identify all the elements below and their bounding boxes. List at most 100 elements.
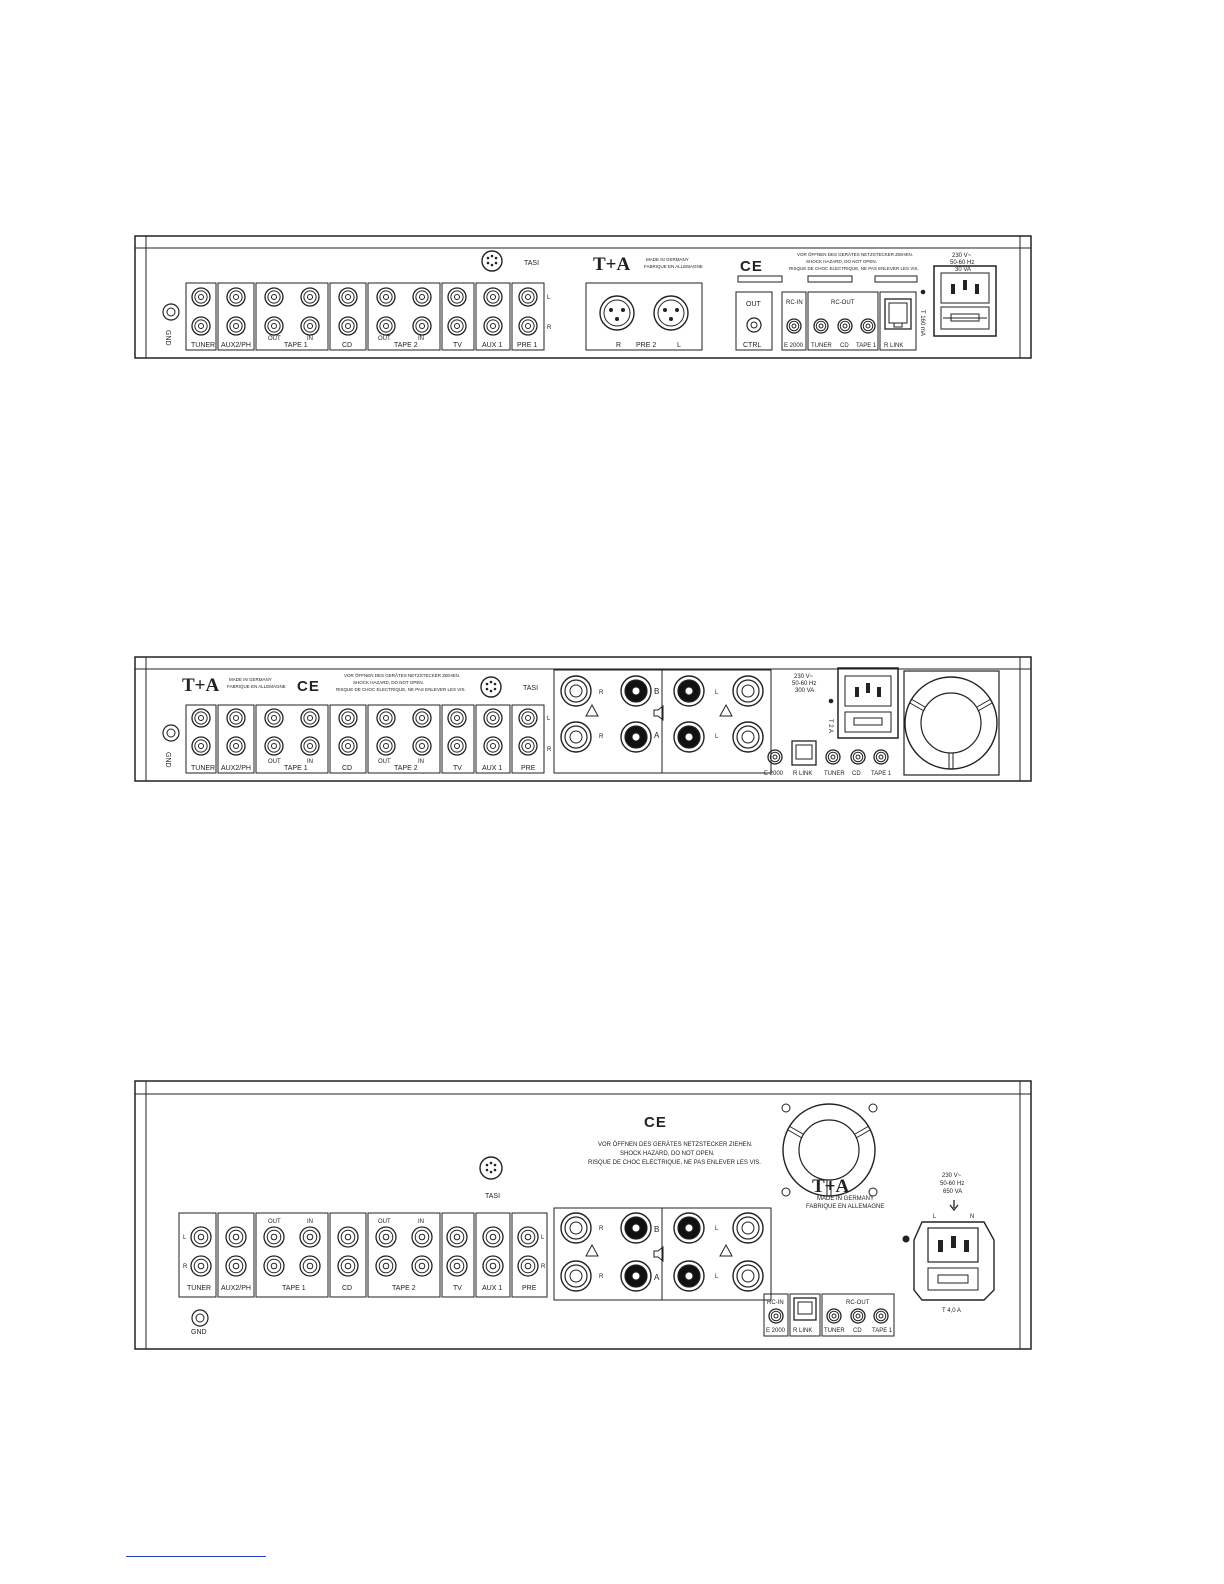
rca-jack-icon[interactable]	[483, 708, 503, 728]
speaker-terminal-red-icon[interactable]	[732, 1212, 764, 1244]
speaker-terminal-black-icon[interactable]	[673, 721, 705, 753]
rca-jack-icon[interactable]	[412, 287, 432, 307]
speaker-terminal-red-icon[interactable]	[732, 675, 764, 707]
fuse-holder-icon[interactable]	[940, 306, 990, 330]
ctrl-jack-icon[interactable]	[746, 317, 762, 333]
rca-jack-icon[interactable]	[375, 1226, 397, 1248]
speaker-terminal-red-icon[interactable]	[732, 721, 764, 753]
rca-jack-icon[interactable]	[873, 1308, 889, 1324]
rlink-socket-icon[interactable]	[793, 1297, 817, 1321]
speaker-terminal-red-icon[interactable]	[732, 1260, 764, 1292]
rca-jack-icon[interactable]	[264, 708, 284, 728]
rca-jack-icon[interactable]	[300, 316, 320, 336]
rca-jack-icon[interactable]	[300, 287, 320, 307]
speaker-terminal-black-icon[interactable]	[620, 721, 652, 753]
rca-jack-icon[interactable]	[190, 1255, 212, 1277]
speaker-terminal-black-icon[interactable]	[620, 1212, 652, 1244]
rca-jack-icon[interactable]	[376, 736, 396, 756]
rca-jack-icon[interactable]	[411, 1255, 433, 1277]
speaker-terminal-black-icon[interactable]	[673, 1212, 705, 1244]
rca-jack-icon[interactable]	[191, 287, 211, 307]
rca-jack-icon[interactable]	[300, 736, 320, 756]
speaker-terminal-red-icon[interactable]	[560, 675, 592, 707]
rca-jack-icon[interactable]	[264, 736, 284, 756]
rca-jack-icon[interactable]	[850, 749, 866, 765]
rca-jack-icon[interactable]	[226, 708, 246, 728]
fuse-holder-icon[interactable]	[927, 1267, 979, 1291]
rca-jack-icon[interactable]	[517, 1226, 539, 1248]
rca-jack-icon[interactable]	[518, 736, 538, 756]
rca-jack-icon[interactable]	[263, 1226, 285, 1248]
iec-power-inlet-icon[interactable]	[913, 1221, 995, 1301]
rca-jack-icon[interactable]	[411, 1226, 433, 1248]
rca-jack-icon[interactable]	[226, 287, 246, 307]
rca-jack-icon[interactable]	[482, 1226, 504, 1248]
speaker-terminal-black-icon[interactable]	[673, 1260, 705, 1292]
rca-jack-icon[interactable]	[299, 1255, 321, 1277]
rca-jack-icon[interactable]	[412, 708, 432, 728]
rlink-socket-icon[interactable]	[791, 740, 817, 766]
xlr-socket-right-icon[interactable]	[599, 295, 635, 331]
rca-jack-icon[interactable]	[376, 708, 396, 728]
rca-jack-icon[interactable]	[338, 708, 358, 728]
xlr-socket-left-icon[interactable]	[653, 295, 689, 331]
rca-jack-icon[interactable]	[376, 316, 396, 336]
rca-jack-icon[interactable]	[813, 318, 829, 334]
rca-jack-icon[interactable]	[447, 287, 467, 307]
rca-jack-icon[interactable]	[447, 708, 467, 728]
rca-jack-icon[interactable]	[376, 287, 396, 307]
rca-jack-icon[interactable]	[767, 749, 783, 765]
rca-jack-icon[interactable]	[191, 708, 211, 728]
rca-jack-icon[interactable]	[518, 287, 538, 307]
gnd-terminal-icon[interactable]	[162, 303, 180, 321]
fuse-holder-icon[interactable]	[844, 711, 892, 733]
rca-jack-icon[interactable]	[338, 736, 358, 756]
rca-jack-icon[interactable]	[191, 736, 211, 756]
rca-jack-icon[interactable]	[412, 736, 432, 756]
iec-power-inlet-icon[interactable]	[933, 265, 997, 337]
rca-jack-icon[interactable]	[338, 316, 358, 336]
rca-jack-icon[interactable]	[446, 1255, 468, 1277]
speaker-terminal-black-icon[interactable]	[620, 1260, 652, 1292]
rca-jack-icon[interactable]	[826, 1308, 842, 1324]
rca-jack-icon[interactable]	[263, 1255, 285, 1277]
rca-jack-icon[interactable]	[226, 316, 246, 336]
rca-jack-icon[interactable]	[483, 287, 503, 307]
rca-jack-icon[interactable]	[226, 736, 246, 756]
rca-jack-icon[interactable]	[517, 1255, 539, 1277]
speaker-terminal-red-icon[interactable]	[560, 1260, 592, 1292]
rca-jack-icon[interactable]	[518, 316, 538, 336]
gnd-terminal-icon[interactable]	[191, 1309, 209, 1327]
rca-jack-icon[interactable]	[447, 736, 467, 756]
rca-jack-icon[interactable]	[264, 287, 284, 307]
rca-jack-icon[interactable]	[483, 316, 503, 336]
gnd-terminal-icon[interactable]	[162, 724, 180, 742]
tasi-din-socket-icon[interactable]	[480, 676, 502, 698]
rca-jack-icon[interactable]	[300, 708, 320, 728]
rca-jack-icon[interactable]	[225, 1255, 247, 1277]
rca-jack-icon[interactable]	[446, 1226, 468, 1248]
rca-jack-icon[interactable]	[225, 1226, 247, 1248]
rca-jack-icon[interactable]	[768, 1308, 784, 1324]
rca-jack-icon[interactable]	[299, 1226, 321, 1248]
iec-power-inlet-icon[interactable]	[837, 667, 899, 739]
rca-jack-icon[interactable]	[191, 316, 211, 336]
rca-jack-icon[interactable]	[850, 1308, 866, 1324]
rca-jack-icon[interactable]	[412, 316, 432, 336]
rca-jack-icon[interactable]	[483, 736, 503, 756]
rca-jack-icon[interactable]	[860, 318, 876, 334]
speaker-terminal-black-icon[interactable]	[620, 675, 652, 707]
rca-jack-icon[interactable]	[482, 1255, 504, 1277]
rca-jack-icon[interactable]	[518, 708, 538, 728]
tasi-din-socket-icon[interactable]	[479, 1156, 503, 1180]
rca-jack-icon[interactable]	[338, 287, 358, 307]
rca-jack-icon[interactable]	[337, 1226, 359, 1248]
rca-jack-icon[interactable]	[375, 1255, 397, 1277]
rca-jack-icon[interactable]	[873, 749, 889, 765]
rlink-socket-icon[interactable]	[884, 298, 912, 330]
rca-jack-icon[interactable]	[837, 318, 853, 334]
speaker-terminal-red-icon[interactable]	[560, 721, 592, 753]
tasi-din-socket-icon[interactable]	[481, 250, 503, 272]
speaker-terminal-red-icon[interactable]	[560, 1212, 592, 1244]
rca-jack-icon[interactable]	[786, 318, 802, 334]
